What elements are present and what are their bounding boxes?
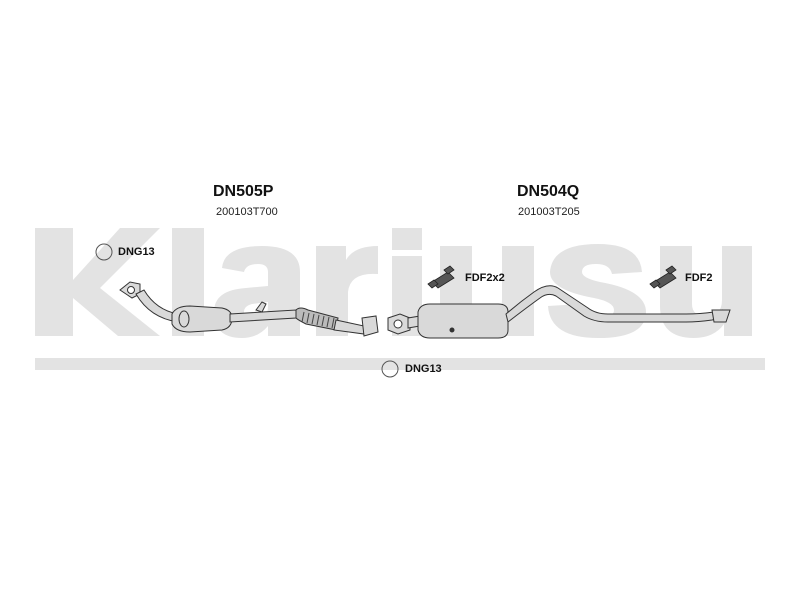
- part-number-rear: 201003T205: [518, 206, 580, 218]
- gasket-bottom-icon: [381, 360, 399, 378]
- part-code-front: DN505P: [213, 183, 274, 200]
- catalyst-end: [178, 310, 190, 328]
- front-outlet-flange: [361, 315, 379, 337]
- part-number-front: 200103T700: [216, 206, 278, 218]
- flange-hole: [127, 286, 135, 294]
- clamp-mid-label: FDF2x2: [465, 272, 505, 284]
- hanger-1: [255, 301, 267, 313]
- silencer-mark: [449, 327, 455, 333]
- gasket-top-icon: [95, 243, 113, 261]
- tail-pipe-outlet: [711, 309, 731, 323]
- clamp-mid-icon: [427, 265, 455, 289]
- part-code-rear: DN504Q: [517, 183, 580, 200]
- clamp-rear-label: FDF2: [685, 272, 713, 284]
- rear-flange-hole: [393, 319, 403, 329]
- rear-silencer: [417, 303, 509, 339]
- front-pipe-assembly: [119, 281, 379, 337]
- gasket-bottom-label: DNG13: [405, 363, 442, 375]
- rear-silencer-assembly: [387, 285, 731, 339]
- gasket-top-label: DNG13: [118, 246, 155, 258]
- clamp-rear-icon: [649, 265, 677, 289]
